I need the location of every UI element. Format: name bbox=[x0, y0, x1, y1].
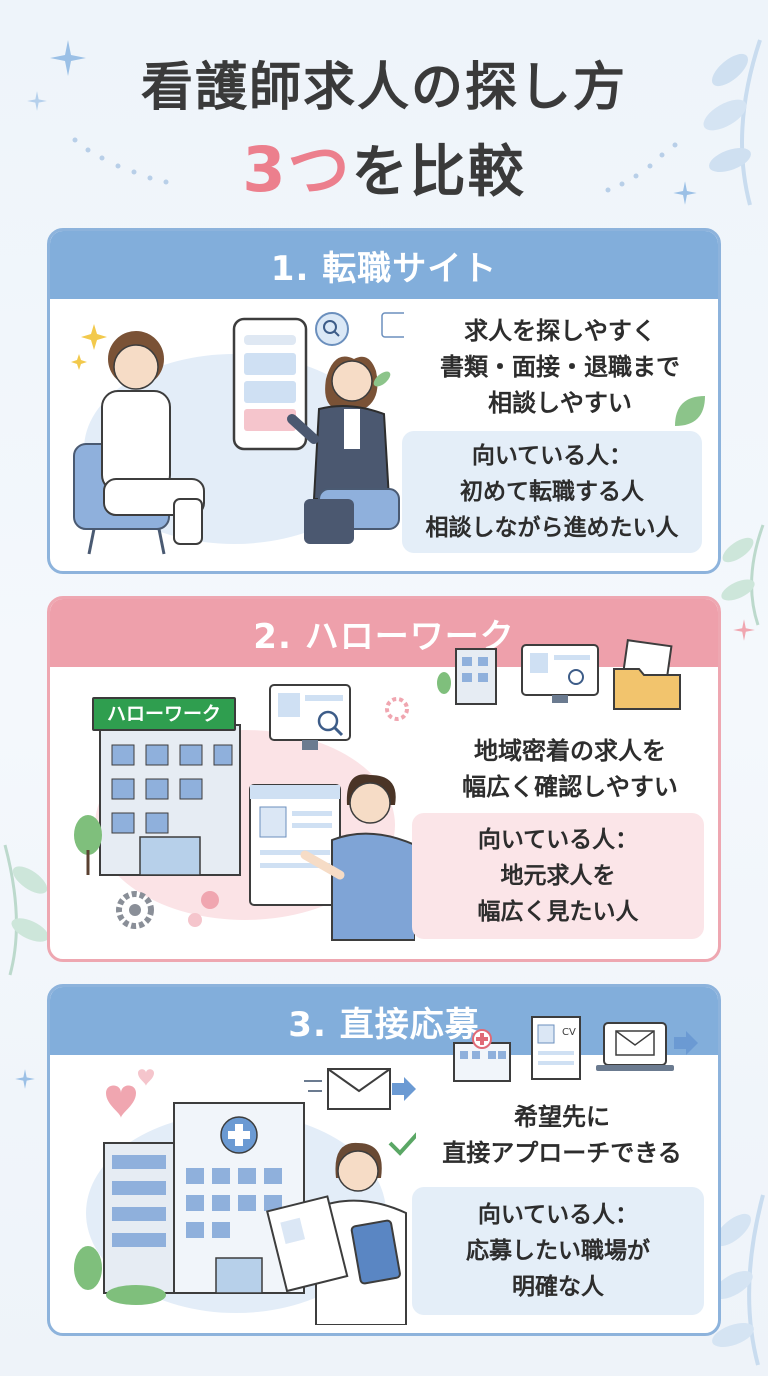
title-line-1: 看護師求人の探し方 bbox=[140, 58, 627, 118]
sparkle-icon bbox=[673, 181, 697, 205]
title-rest: を比較 bbox=[351, 140, 526, 205]
card-description: 地域密着の求人を 幅広く確認しやすい bbox=[420, 733, 718, 805]
office-illustration bbox=[74, 684, 415, 941]
sparkle-icon bbox=[27, 91, 47, 111]
card-heading: 1. 転職サイト bbox=[50, 231, 718, 299]
description-line: 書類・面接・退職まで bbox=[440, 353, 680, 381]
card-description: 希望先に 直接アプローチできる bbox=[412, 1099, 712, 1171]
dots-decoration bbox=[72, 137, 169, 185]
suitable-for-title: 向いている人： bbox=[471, 443, 633, 469]
suitable-for-line: 相談しながら進めたい人 bbox=[425, 515, 679, 541]
sparkle-icon bbox=[733, 619, 755, 641]
card-direct-application: 3. 直接応募 bbox=[47, 984, 721, 1336]
suitable-for-box: 向いている人： 地元求人を 幅広く見たい人 bbox=[412, 813, 704, 939]
hello-work-sign: ハローワーク bbox=[92, 697, 236, 731]
consultation-illustration bbox=[71, 312, 404, 555]
description-line: 相談しやすい bbox=[488, 389, 632, 417]
leaf-decoration bbox=[721, 524, 765, 626]
suitable-for-line: 初めて転職する人 bbox=[460, 479, 644, 505]
cv-label: CV bbox=[562, 1027, 576, 1038]
dots-decoration bbox=[605, 142, 678, 193]
title-highlight: 3つ bbox=[242, 133, 352, 206]
application-icons: CV bbox=[453, 1016, 698, 1082]
suitable-for-box: 向いている人： 応募したい職場が 明確な人 bbox=[412, 1187, 704, 1315]
description-line: 求人を探しやすく bbox=[464, 317, 656, 345]
leaf-decoration bbox=[3, 844, 49, 976]
hospital-illustration bbox=[74, 1068, 416, 1325]
title-line-2: 3つを比較 bbox=[0, 128, 768, 215]
leaf-icon bbox=[675, 396, 705, 426]
leaf-decoration bbox=[712, 1194, 765, 1366]
card-heading: 2. ハローワーク bbox=[50, 599, 718, 667]
suitable-for-box: 向いている人： 初めて転職する人 相談しながら進めたい人 bbox=[402, 431, 702, 553]
description-line: 希望先に bbox=[514, 1103, 610, 1131]
suitable-for-line: 幅広く見たい人 bbox=[477, 899, 639, 925]
page-title: 看護師求人の探し方 3つを比較 bbox=[0, 48, 768, 215]
card-job-site: 1. 転職サイト bbox=[47, 228, 721, 574]
suitable-for-line: 地元求人を bbox=[500, 863, 616, 889]
suitable-for-line: 応募したい職場が bbox=[466, 1238, 650, 1264]
description-line: 地域密着の求人を bbox=[474, 737, 666, 765]
sparkle-icon bbox=[15, 1069, 35, 1089]
description-line: 直接アプローチできる bbox=[442, 1139, 682, 1167]
sparkle-icon bbox=[50, 40, 86, 76]
suitable-for-title: 向いている人： bbox=[477, 1202, 639, 1228]
suitable-for-title: 向いている人： bbox=[477, 827, 639, 853]
suitable-for-line: 明確な人 bbox=[512, 1274, 604, 1300]
description-line: 幅広く確認しやすい bbox=[462, 773, 678, 801]
card-description: 求人を探しやすく 書類・面接・退職まで 相談しやすい bbox=[410, 313, 710, 421]
leaf-decoration bbox=[703, 39, 762, 206]
files-illustration bbox=[437, 639, 681, 710]
card-hello-work: 2. ハローワーク bbox=[47, 596, 721, 962]
